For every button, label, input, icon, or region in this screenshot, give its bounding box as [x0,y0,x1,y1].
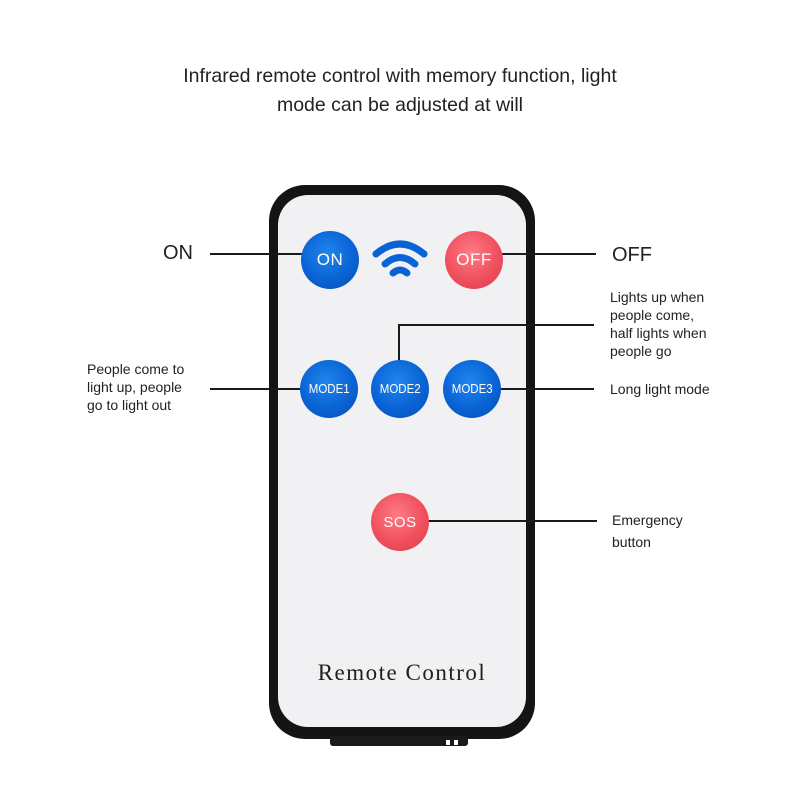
wifi-signal-icon [372,240,428,277]
callout-sos-line: Emergency [612,512,683,528]
callout-line-mode2-horizontal [398,324,594,326]
callout-off-label: OFF [612,244,652,266]
callout-line-mode1 [210,388,304,390]
callout-line-off [498,253,596,255]
off-button-label: OFF [456,250,492,269]
callout-line-mode2-vertical [398,324,400,364]
callout-line-sos [425,520,597,522]
connector-notch [446,740,450,745]
callout-sos-line: button [612,534,651,550]
callout-line-mode3 [498,388,594,390]
sos-button[interactable]: SOS [371,493,429,551]
mode2-button[interactable]: MODE2 [371,360,429,418]
mode3-button-label: MODE3 [451,382,493,396]
on-button-label: ON [316,250,344,269]
callout-mode1-line: light up, people [87,379,182,395]
off-button[interactable]: OFF [445,231,503,289]
callout-on-label: ON [163,242,193,264]
remote-brand-text: Remote Control [317,660,487,685]
callout-mode2-label: Lights up when people come, half lights … [610,288,707,360]
mode2-button-label: MODE2 [379,382,421,396]
callout-mode2-line: half lights when [610,325,707,341]
mode1-button[interactable]: MODE1 [300,360,358,418]
callout-mode1-label: People come to light up, people go to li… [87,360,184,414]
callout-mode2-line: people come, [610,307,695,323]
sos-button-label: SOS [383,513,417,531]
mode3-button[interactable]: MODE3 [443,360,501,418]
callout-mode1-line: People come to [87,361,185,377]
callout-line-on [210,253,306,255]
remote-connector [330,736,468,746]
callout-mode2-line: Lights up when [610,289,705,305]
connector-notch [454,740,458,745]
callout-sos-label: Emergency button [612,509,683,553]
mode1-button-label: MODE1 [308,382,350,396]
callout-mode1-line: go to light out [87,397,172,413]
on-button[interactable]: ON [301,231,359,289]
callout-mode3-label: Long light mode [610,381,710,397]
headline-line-2: mode can be adjusted at will [276,94,524,116]
callout-mode2-line: people go [610,343,672,359]
headline: Infrared remote control with memory func… [0,62,800,120]
headline-line-1: Infrared remote control with memory func… [183,65,617,87]
